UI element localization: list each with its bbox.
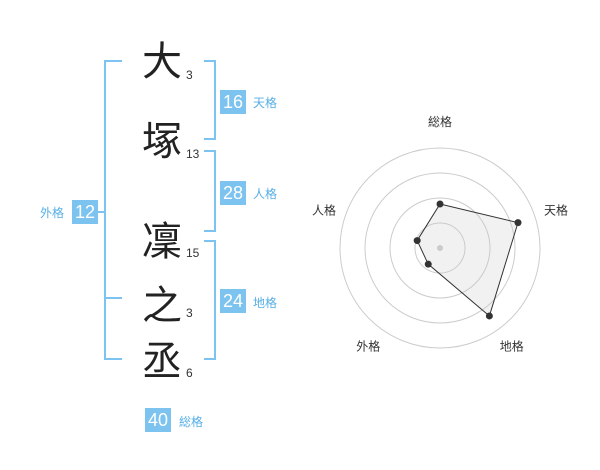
radar-axis-label-2: 天格 [544,202,568,217]
name-char-2: 塚 [142,119,182,165]
soukaku-label: 総格 [179,415,204,429]
name-char-3: 凜 [142,219,182,265]
gaikaku-label: 外格 [40,206,65,220]
radar-ring-3 [364,172,516,324]
radar-axis-label-5: 人格 [312,202,336,217]
tenkaku-label: 天格 [253,96,278,110]
tenkaku-value: 16 [220,90,247,114]
soukaku-value: 40 [145,408,172,432]
gaikaku-bracket-stem [98,211,106,213]
stroke-count-5: 6 [186,366,193,380]
chikaku-value: 24 [220,289,247,313]
jinkaku-label: 人格 [253,187,278,201]
radar-axis-label-4: 外格 [356,339,380,354]
radar-center-dot [437,245,443,251]
chikaku-bracket [204,240,216,360]
tenkaku-bracket [204,60,216,140]
radar-point-2 [514,219,522,227]
gaikaku-bracket [104,60,122,360]
radar-axis-label-3: 地格 [500,339,524,354]
jinkaku-value: 28 [220,181,247,205]
gaikaku-bracket-divider [104,297,122,299]
name-char-4: 之 [142,283,182,329]
radar-ring-1 [414,222,466,274]
stroke-count-3: 15 [186,246,200,260]
stroke-count-2: 13 [186,147,200,161]
chikaku-label: 地格 [253,296,278,310]
name-char-1: 大 [142,39,182,85]
radar-point-1 [436,200,444,208]
radar-point-5 [413,237,421,245]
radar-ring-4 [339,147,541,349]
name-char-5: 丞 [142,339,182,385]
stroke-count-1: 3 [186,68,193,82]
radar-point-4 [424,260,432,268]
radar-polygon [416,203,519,317]
radar-ring-2 [389,197,491,299]
radar-axis-label-1: 総格 [428,114,452,129]
jinkaku-bracket [204,150,216,232]
gaikaku-value: 12 [72,200,99,224]
radar-point-3 [485,312,493,320]
stroke-count-4: 3 [186,306,193,320]
